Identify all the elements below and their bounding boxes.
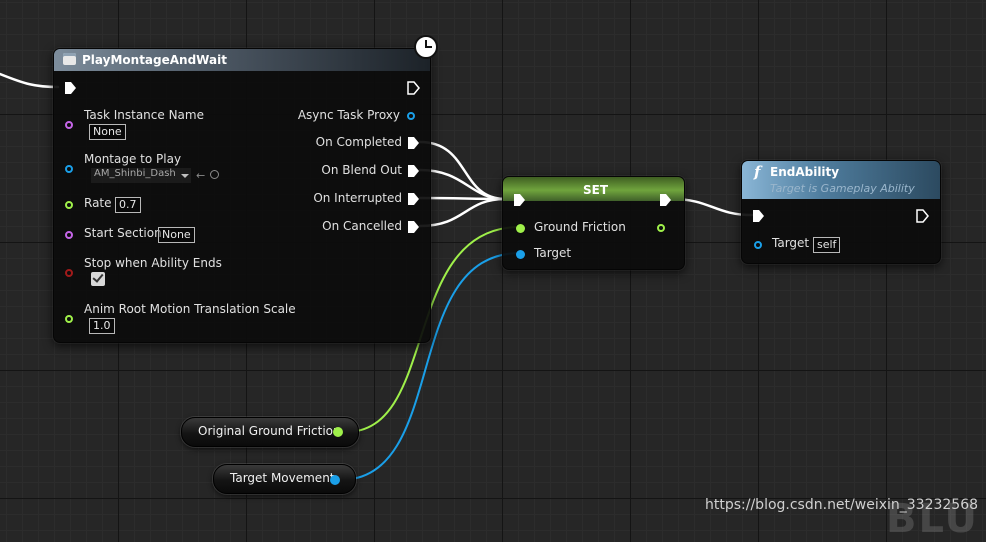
anim-root-motion-label: Anim Root Motion Translation Scale <box>84 302 296 316</box>
end-ability-exec-out-pin[interactable] <box>916 209 929 223</box>
set-exec-out-pin[interactable] <box>659 193 672 207</box>
target-in-pin[interactable] <box>516 250 525 259</box>
exec-out-pin[interactable] <box>407 81 420 95</box>
set-node[interactable]: SET Ground Friction Target <box>502 176 685 270</box>
anim-root-motion-pin[interactable] <box>65 315 73 323</box>
set-node-header <box>503 177 684 201</box>
on-completed-exec-pin[interactable] <box>407 136 420 150</box>
stop-when-ability-ends-label: Stop when Ability Ends <box>84 256 222 270</box>
node-title: PlayMontageAndWait <box>82 53 227 67</box>
end-ability-target-value[interactable]: self <box>813 237 841 253</box>
on-blend-out-exec-pin[interactable] <box>407 164 420 178</box>
rate-value[interactable]: 0.7 <box>115 197 141 213</box>
checkmark-icon <box>92 271 104 283</box>
stop-when-ability-ends-pin[interactable] <box>65 269 73 277</box>
rate-label: Rate <box>84 196 112 210</box>
target-movement-out-pin[interactable] <box>330 475 340 485</box>
on-interrupted-exec-pin[interactable] <box>407 192 420 206</box>
end-ability-title: EndAbility <box>770 165 840 179</box>
task-instance-name-pin[interactable] <box>65 121 73 129</box>
set-exec-in-pin[interactable] <box>513 193 526 207</box>
browse-search-icon[interactable] <box>210 170 219 179</box>
on-blend-out-label: On Blend Out <box>321 163 402 177</box>
stop-when-ability-ends-checkbox[interactable] <box>91 271 105 286</box>
original-ground-friction-label: Original Ground Friction <box>198 424 341 438</box>
original-ground-friction-out-pin[interactable] <box>333 427 343 437</box>
chevron-down-icon <box>181 174 189 178</box>
task-icon <box>63 53 76 65</box>
function-icon: f <box>754 163 761 181</box>
end-ability-subtitle: Target is Gameplay Ability <box>770 182 915 195</box>
on-interrupted-label: On Interrupted <box>313 191 402 205</box>
object-wire-target <box>339 252 521 481</box>
ground-friction-label: Ground Friction <box>534 220 626 234</box>
exec-wire-incoming <box>0 72 60 89</box>
montage-asset-name: AM_Shinbi_Dash <box>94 168 176 179</box>
start-section-value[interactable]: None <box>158 227 195 243</box>
ground-friction-in-pin[interactable] <box>516 224 525 233</box>
start-section-pin[interactable] <box>65 231 73 239</box>
set-node-title: SET <box>583 183 609 197</box>
source-watermark: https://blog.csdn.net/weixin_33232568 <box>705 497 979 513</box>
target-label: Target <box>534 246 572 260</box>
end-ability-target-label: Target <box>772 236 810 250</box>
async-task-proxy-pin[interactable] <box>407 112 415 120</box>
anim-root-motion-value[interactable]: 1.0 <box>89 318 115 334</box>
end-ability-header <box>742 161 940 199</box>
exec-in-pin[interactable] <box>64 81 77 95</box>
node-header <box>54 49 430 71</box>
exec-wire-blend-out <box>418 168 507 201</box>
montage-to-play-label: Montage to Play <box>84 152 182 166</box>
task-instance-name-label: Task Instance Name <box>84 108 204 122</box>
exec-wire-cancelled <box>418 197 507 228</box>
use-selected-arrow-icon[interactable]: ← <box>196 169 206 182</box>
target-movement-variable[interactable]: Target Movement <box>213 464 356 494</box>
montage-to-play-pin[interactable] <box>65 165 73 173</box>
task-instance-name-value[interactable]: None <box>89 124 126 140</box>
start-section-label: Start Section <box>84 226 162 240</box>
async-task-proxy-label: Async Task Proxy <box>297 108 400 122</box>
on-completed-label: On Completed <box>315 135 402 149</box>
target-movement-label: Target Movement <box>230 471 335 485</box>
on-cancelled-label: On Cancelled <box>322 219 402 233</box>
ground-friction-out-pin[interactable] <box>657 224 665 232</box>
rate-pin[interactable] <box>65 201 73 209</box>
on-cancelled-exec-pin[interactable] <box>407 220 420 234</box>
play-montage-and-wait-node[interactable]: PlayMontageAndWait Task Instance Name No… <box>53 48 431 343</box>
end-ability-exec-in-pin[interactable] <box>752 209 765 223</box>
end-ability-target-pin[interactable] <box>754 241 762 249</box>
latent-clock-icon <box>414 35 438 59</box>
montage-asset-dropdown[interactable]: AM_Shinbi_Dash <box>91 168 191 183</box>
original-ground-friction-variable[interactable]: Original Ground Friction <box>181 417 359 447</box>
end-ability-node[interactable]: f EndAbility Target is Gameplay Ability … <box>741 160 941 264</box>
